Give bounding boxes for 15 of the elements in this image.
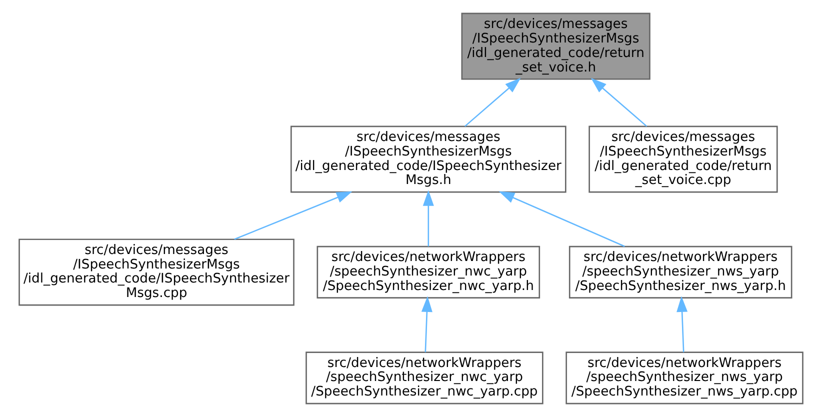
arrow bbox=[422, 190, 434, 246]
arrow bbox=[234, 191, 352, 240]
arrow bbox=[498, 191, 625, 247]
arrow bbox=[464, 78, 521, 127]
node-box: src/devices/networkWrappers /speechSynthesizer_nwc_yarp /SpeechSynthesizer_nwc_yarp.h bbox=[316, 246, 540, 298]
node-box: src/devices/messages /ISpeechSynthesizerMsgs /idl_generated_code/return _set_voice.h bbox=[461, 12, 650, 80]
arrow bbox=[676, 296, 688, 352]
arrow bbox=[421, 296, 432, 352]
node-box: src/devices/networkWrappers /speechSynthesizer_nws_yarp /SpeechSynthesizer_nws_yarp.cpp bbox=[566, 352, 804, 404]
node-box: src/devices/messages /ISpeechSynthesizerMsgs /idl_generated_code/return _set_voice.cpp bbox=[588, 126, 778, 193]
node-box: src/devices/networkWrappers /speechSynthesizer_nwc_yarp /SpeechSynthesizer_nwc_yarp.cpp bbox=[306, 352, 544, 404]
node-box: src/devices/messages /ISpeechSynthesizerMsgs /idl_generated_code/ISpeechSynthesizer Msgs.h bbox=[290, 126, 566, 193]
node-box: src/devices/messages /ISpeechSynthesizerMsgs /idl_generated_code/ISpeechSynthesizer Msgs.cpp bbox=[18, 238, 294, 306]
arrow bbox=[590, 78, 648, 127]
node-box: src/devices/networkWrappers /speechSynthesizer_nws_yarp /SpeechSynthesizer_nws_yarp.h bbox=[568, 246, 792, 298]
